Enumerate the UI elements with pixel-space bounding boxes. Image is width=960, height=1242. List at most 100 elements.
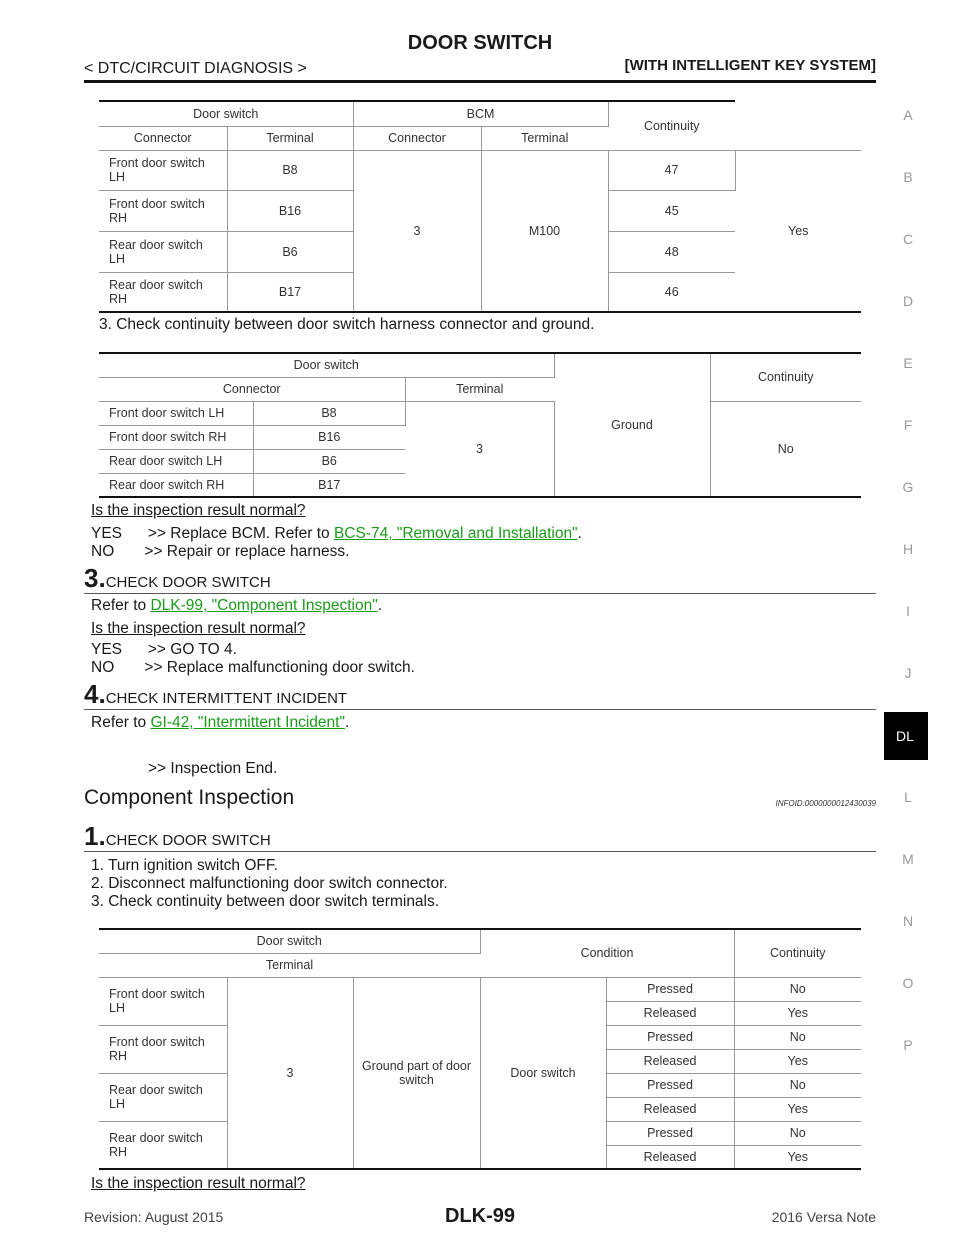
bcm-terminal: 45 — [608, 189, 735, 232]
side-index-h[interactable]: H — [902, 541, 914, 557]
period: . — [344, 714, 350, 731]
refer-text: Refer to DLK-99, "Component Inspection". — [91, 597, 382, 615]
terminal-cell: 3 — [353, 149, 482, 313]
revision-date: Revision: August 2015 — [84, 1209, 224, 1225]
step-rule — [84, 593, 876, 594]
row-connector: B8 — [253, 400, 406, 426]
side-index-b[interactable]: B — [903, 169, 913, 185]
continuity-value: Yes — [734, 1048, 861, 1074]
door-switch-ground-continuity-table: Door switch Ground Continuity Connector … — [99, 352, 861, 498]
side-index-d[interactable]: D — [902, 293, 914, 309]
side-index-p[interactable]: P — [903, 1037, 913, 1053]
inspection-question: Is the inspection result normal? — [91, 502, 306, 519]
bcm-connector-cell: M100 — [481, 149, 609, 313]
side-index-c[interactable]: C — [902, 231, 914, 247]
th-terminal: Terminal — [99, 952, 480, 978]
header-rule — [84, 80, 876, 83]
row-connector: B16 — [253, 424, 405, 450]
terminal-cell: 3 — [227, 976, 354, 1170]
step-4-heading: 4.CHECK INTERMITTENT INCIDENT — [84, 679, 347, 710]
row-name: Front door switch RH — [99, 189, 228, 232]
side-index-m[interactable]: M — [902, 851, 914, 867]
continuity-value: No — [734, 1072, 861, 1098]
info-id: INFOID:0000000012430039 — [775, 799, 876, 808]
continuity-value: No — [734, 976, 861, 1002]
system-label: [WITH INTELLIGENT KEY SYSTEM] — [624, 57, 876, 74]
row-name: Rear door switch LH — [99, 1072, 228, 1122]
bcm-terminal: 46 — [608, 271, 735, 313]
th-continuity: Continuity — [734, 928, 861, 978]
side-index-f[interactable]: F — [903, 417, 913, 433]
row-connector: B16 — [227, 189, 354, 232]
step-title: CHECK INTERMITTENT INCIDENT — [105, 690, 348, 707]
step-rule — [84, 709, 876, 710]
side-index-i[interactable]: I — [906, 603, 910, 619]
step-number: 4. — [84, 679, 106, 709]
yes-result: YES >> GO TO 4. — [91, 641, 237, 658]
th-door-switch: Door switch — [99, 100, 354, 127]
door-switch-bcm-continuity-table: Door switch BCM Continuity Connector Ter… — [99, 100, 861, 313]
row-name: Rear door switch LH — [99, 230, 228, 273]
row-connector: B8 — [227, 149, 354, 191]
side-index-n[interactable]: N — [902, 913, 914, 929]
component-inspection-heading: Component Inspection — [84, 786, 295, 809]
condition-released: Released — [606, 1000, 735, 1026]
row-name: Front door switch LH — [99, 149, 228, 191]
row-name: Rear door switch RH — [99, 271, 228, 313]
refer-label: Refer to — [91, 714, 151, 731]
side-index-a[interactable]: A — [903, 107, 913, 123]
side-index-dl-active[interactable]: DL — [884, 712, 928, 760]
bcm-terminal: 47 — [608, 149, 736, 191]
row-name: Front door switch LH — [99, 400, 254, 426]
ground-part-cell: Ground part of door switch — [353, 976, 481, 1170]
side-index-l[interactable]: L — [904, 789, 912, 805]
model-year: 2016 Versa Note — [771, 1209, 876, 1225]
yes-result: YES >> Replace BCM. Refer to BCS-74, "Re… — [91, 525, 582, 543]
th-bcm-terminal: Terminal — [481, 125, 608, 151]
th-bcm: BCM — [353, 100, 609, 127]
ground-cell: Ground — [554, 352, 711, 498]
page-number: DLK-99 — [444, 1205, 515, 1227]
component-cell: Door switch — [480, 976, 607, 1170]
procedure-step: 1. Turn ignition switch OFF. — [91, 857, 278, 874]
bcs-74-link[interactable]: BCS-74, "Removal and Installation" — [333, 525, 578, 542]
condition-pressed: Pressed — [606, 1024, 735, 1050]
dlk-99-link[interactable]: DLK-99, "Component Inspection" — [150, 597, 378, 614]
side-index-j[interactable]: J — [904, 665, 912, 681]
row-name: Front door switch RH — [99, 1024, 228, 1074]
bcm-terminal: 48 — [608, 230, 735, 273]
period: . — [377, 597, 383, 614]
row-name: Rear door switch RH — [99, 472, 254, 498]
refer-text: Refer to GI-42, "Intermittent Incident". — [91, 714, 349, 732]
continuity-value: No — [734, 1024, 861, 1050]
procedure-steps: 1. Turn ignition switch OFF. 2. Disconne… — [91, 857, 448, 911]
side-index-o[interactable]: O — [902, 975, 914, 991]
step-number: 1. — [84, 821, 106, 851]
section-breadcrumb: < DTC/CIRCUIT DIAGNOSIS > — [84, 60, 307, 77]
th-bcm-connector: Connector — [353, 125, 482, 151]
terminal-cell: 3 — [405, 400, 555, 498]
th-condition: Condition — [480, 928, 735, 978]
step-3-text: 3. Check continuity between door switch … — [99, 316, 595, 333]
condition-released: Released — [606, 1144, 735, 1170]
row-name: Front door switch LH — [99, 976, 228, 1026]
continuity-value: No — [734, 1120, 861, 1146]
condition-pressed: Pressed — [606, 976, 735, 1002]
yes-text: YES >> Replace BCM. Refer to — [91, 525, 334, 542]
row-connector: B17 — [253, 472, 405, 498]
th-continuity: Continuity — [608, 100, 735, 151]
side-index-g[interactable]: G — [902, 479, 914, 495]
row-name: Rear door switch RH — [99, 1120, 228, 1170]
gi-42-link[interactable]: GI-42, "Intermittent Incident" — [150, 714, 345, 731]
continuity-value: Yes — [734, 1144, 861, 1170]
no-result: NO >> Repair or replace harness. — [91, 543, 350, 560]
th-continuity: Continuity — [710, 352, 861, 402]
door-switch-terminal-continuity-table: Door switch Condition Continuity Termina… — [99, 928, 861, 1170]
no-result: NO >> Replace malfunctioning door switch… — [91, 659, 415, 676]
row-name: Rear door switch LH — [99, 448, 254, 474]
side-index-e[interactable]: E — [903, 355, 913, 371]
th-door-switch: Door switch — [99, 928, 481, 954]
procedure-step: 2. Disconnect malfunctioning door switch… — [91, 875, 448, 892]
continuity-value: Yes — [734, 1000, 861, 1026]
th-terminal: Terminal — [405, 376, 554, 402]
